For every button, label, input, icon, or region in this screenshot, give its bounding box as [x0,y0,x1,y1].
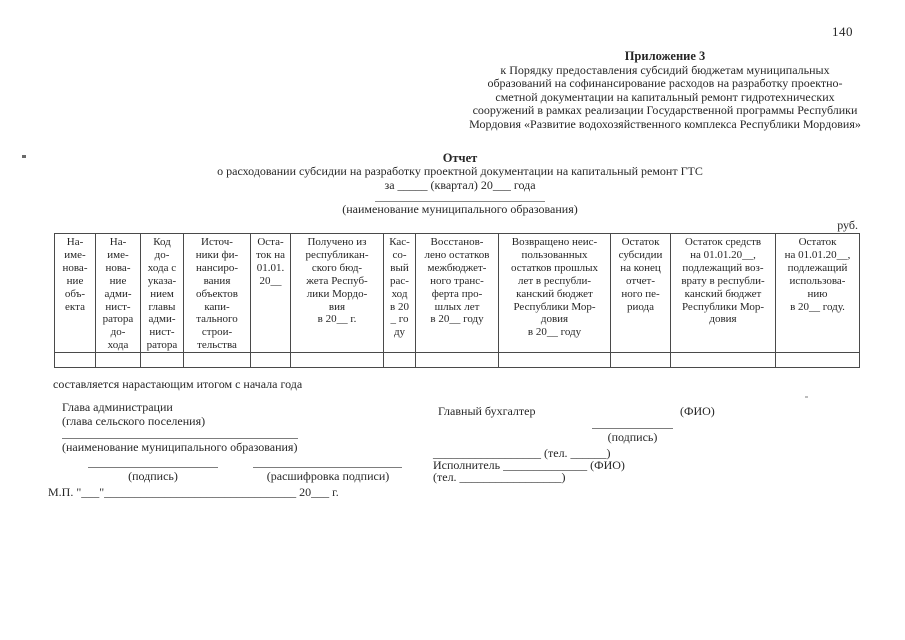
header-object-name: На- име- нова- ние объ- екта [54,232,96,354]
header-balance-usage-due: Остаток на 01.01.20__, подлежащий исполь… [775,232,860,354]
executor-phone-line: (тел. _________________) [433,470,566,484]
header-funding-sources: Источ- ники фи- нансиро- вания объектов … [183,232,251,354]
header-income-administrator: На- име- нова- ние адми- нист- ратора до… [95,232,141,354]
report-title: Отчет [442,151,478,165]
table-cell-empty [95,352,141,369]
head-signature-line [88,467,218,468]
head-role-line1: Глава администрации [62,400,173,414]
header-received-from-budget: Получено из республикан- ского бюд- жета… [290,232,384,354]
accountant-fio-caption: (ФИО) [680,404,715,418]
accountant-signature-line [592,428,673,429]
municipality-fill-line [62,438,298,439]
header-income-code: Код до- хода с указа- нием главы адми- н… [140,232,184,354]
header-balance-end-period: Остаток субсидии на конец отчет- ного пе… [610,232,671,354]
table-data-row [54,352,860,369]
appendix-block: Приложение 3 к Порядку предоставления су… [430,49,900,131]
table-cell-empty [290,352,384,369]
head-role-line2: (глава сельского поселения) [62,414,206,428]
table-cell-empty [383,352,416,369]
appendix-line: сооружений в рамках реализации Государст… [472,103,858,118]
head-name-caption: (расшифровка подписи) [266,469,390,483]
accountant-phone-line: __________________ (тел. ______) [433,446,611,460]
municipality-fill-caption: (наименование муниципального образования… [62,440,298,454]
accountant-signature-caption: (подпись) [607,430,658,444]
table-cell-empty [670,352,776,369]
executor-line: Исполнитель ______________ (ФИО) [433,458,625,472]
stamp-date-line: М.П. "___"______________________________… [48,485,339,499]
accountant-role: Главный бухгалтер [438,404,536,418]
appendix-line: Мордовия «Развитие водохозяйственного ко… [469,116,861,131]
table-header-row: На- име- нова- ние объ- екта На- име- но… [54,232,860,354]
table-cell-empty [775,352,860,369]
table-cell-empty [498,352,611,369]
scan-artifact-dot [22,155,26,158]
table-cell-empty [415,352,499,369]
table-cell-empty [250,352,291,369]
unit-label: руб. [837,218,858,232]
page-number: 140 [832,24,853,39]
appendix-title: Приложение 3 [624,49,706,63]
table-cell-empty [140,352,184,369]
header-balance-return-due: Остаток средств на 01.01.20__, подлежащи… [670,232,776,354]
header-cash-expense: Кас- со- вый рас- ход в 20 _ го ду [383,232,416,354]
head-name-line [253,467,402,468]
report-table: На- име- нова- ние объ- екта На- име- но… [54,232,860,369]
signature-block-accountant: Главный бухгалтер (ФИО) (подпись) ______… [433,404,743,494]
table-note: составляется нарастающим итогом с начала… [53,377,303,391]
report-period-line: за _____ (квартал) 20___ года [384,177,536,192]
header-restored-balances: Восстанов- лено остатков межбюджет- ного… [415,232,499,354]
report-subtitle: о расходовании субсидии на разработку пр… [217,164,703,178]
table-cell-empty [610,352,671,369]
signature-block-head: Глава администрации (глава сельского пос… [48,400,418,500]
appendix-line: к Порядку предоставления субсидий бюджет… [500,63,830,77]
table-cell-empty [54,352,96,369]
scan-artifact-dot [805,396,808,398]
head-signature-caption: (подпись) [128,469,178,483]
appendix-line: образований на софинансирование расходов… [487,76,843,91]
report-title-block: Отчет о расходовании субсидии на разрабо… [10,151,905,216]
municipality-name-line [375,201,545,202]
municipality-name-caption: (наименование муниципального образования… [342,202,578,216]
header-returned-balances: Возвращено неис- пользованных остатков п… [498,232,611,354]
header-balance-start: Оста- ток на 01.01. 20__ [250,232,291,354]
appendix-line: сметной документации на капитальный ремо… [495,89,835,104]
table-cell-empty [183,352,251,369]
